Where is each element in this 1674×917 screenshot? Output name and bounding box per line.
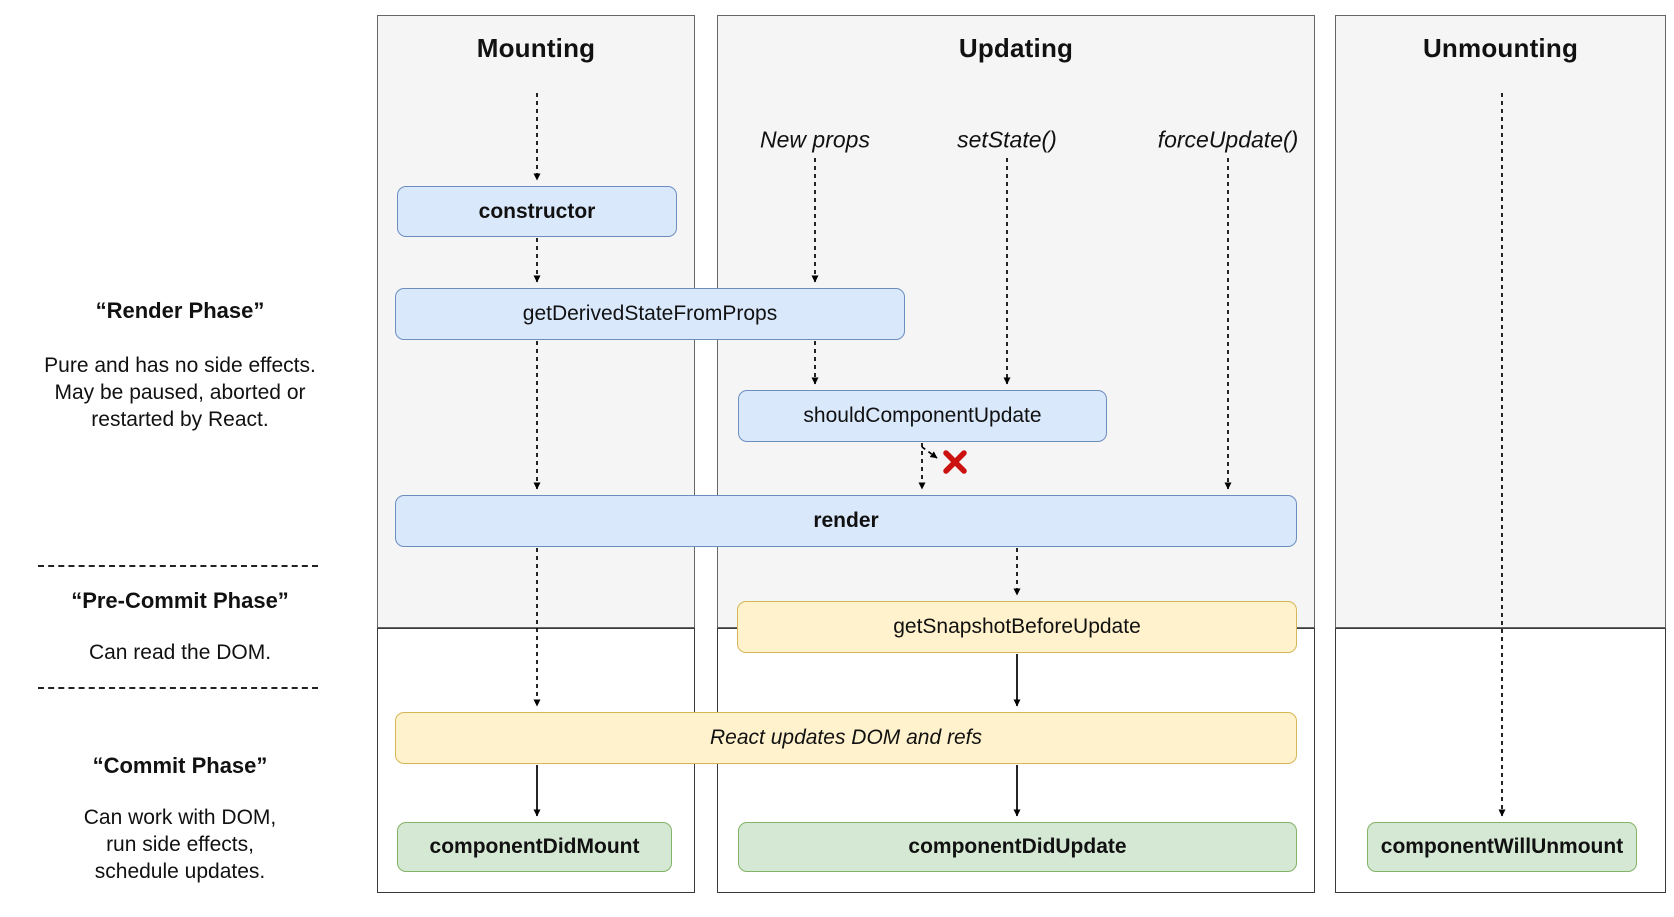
column-header-mounting: Mounting xyxy=(476,33,596,63)
node-get-snapshot-before-update: getSnapshotBeforeUpdate xyxy=(737,601,1297,653)
phase-separator xyxy=(38,687,318,689)
column-header-unmounting: Unmounting xyxy=(1422,33,1579,63)
node-should-component-update: shouldComponentUpdate xyxy=(738,390,1107,442)
phase-description-line: Can read the DOM. xyxy=(88,641,272,664)
column-unmounting-render-area xyxy=(1335,15,1666,628)
trigger-label-new-props: New props xyxy=(760,126,870,153)
node-render: render xyxy=(395,495,1297,547)
trigger-label-force-update: forceUpdate() xyxy=(1157,126,1299,153)
phase-description-line: May be paused, aborted or xyxy=(54,381,306,404)
phase-description-commit-phase: Can work with DOM, run side effects, sched… xyxy=(20,804,340,885)
phase-description-line: schedule updates. xyxy=(94,860,266,883)
node-component-did-mount: componentDidMount xyxy=(397,822,672,872)
node-component-will-unmount: componentWillUnmount xyxy=(1367,822,1637,872)
column-header-updating: Updating xyxy=(958,33,1074,63)
phase-description-pre-commit-phase: Can read the DOM. xyxy=(20,639,340,666)
phase-description-line: restarted by React. xyxy=(91,408,269,431)
node-constructor: constructor xyxy=(397,186,677,237)
phase-title-pre-commit-phase: “Pre-Commit Phase” xyxy=(71,588,289,613)
phase-title-commit-phase: “Commit Phase” xyxy=(92,753,268,778)
node-get-derived-state-from-props: getDerivedStateFromProps xyxy=(395,288,905,340)
phase-description-line: Pure and has no side effects. xyxy=(44,354,316,377)
phase-description-render-phase: Pure and has no side effects. May be paus… xyxy=(20,352,340,433)
phase-title-render-phase: “Render Phase” xyxy=(95,298,265,323)
trigger-label-set-state: setState() xyxy=(957,126,1057,153)
phase-description-line: Can work with DOM, xyxy=(83,806,277,829)
phase-description-line: run side effects, xyxy=(106,833,254,856)
dashed-flow-arrow xyxy=(921,446,938,459)
no-update-x-mark xyxy=(943,450,967,474)
phase-separator xyxy=(38,565,318,567)
node-component-did-update: componentDidUpdate xyxy=(738,822,1297,872)
node-react-updates-dom-and-refs: React updates DOM and refs xyxy=(395,712,1297,764)
